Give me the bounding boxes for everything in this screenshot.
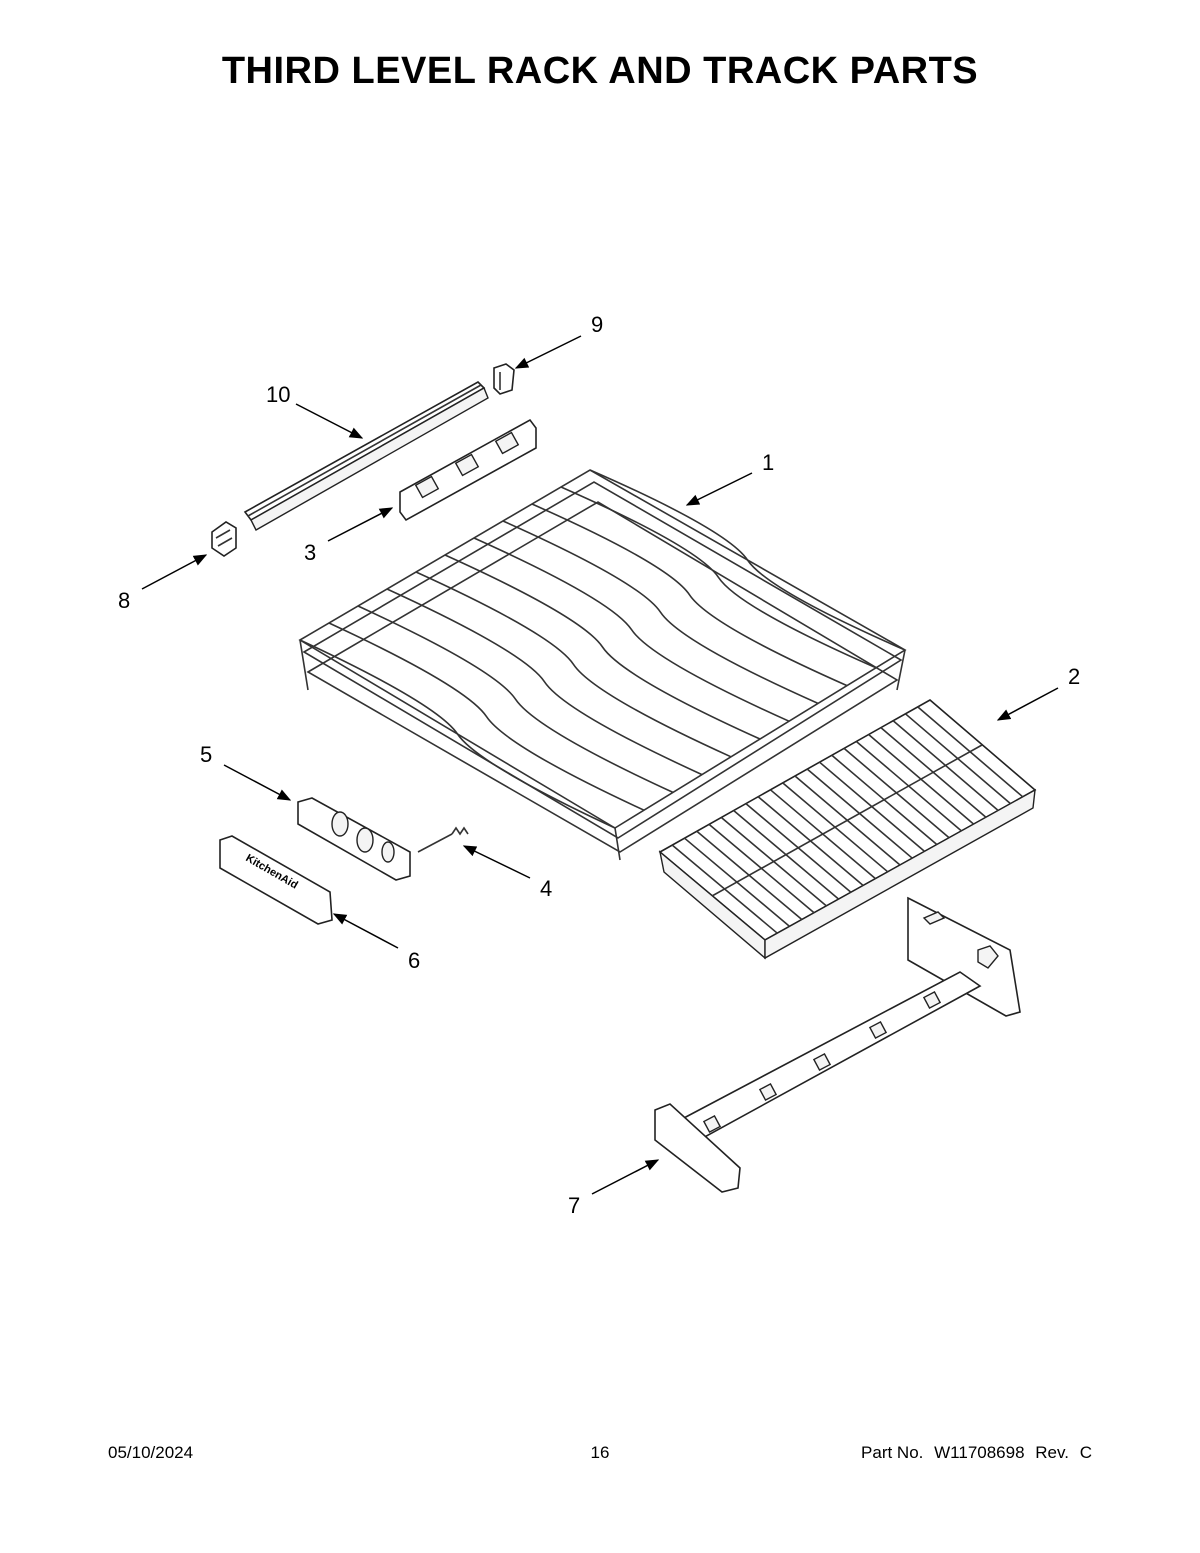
rack-rib-wire (386, 588, 703, 776)
page-title: THIRD LEVEL RACK AND TRACK PARTS (221, 50, 979, 92)
rack-rib-wire (415, 571, 732, 758)
leader-7 (591, 1159, 660, 1195)
spring-part (417, 826, 469, 853)
callout-1: 1 (762, 450, 774, 475)
utensil-tray-part (658, 699, 1037, 960)
leader-1 (685, 472, 753, 506)
track-rail-part (243, 381, 489, 531)
badge-part: KitchenAid (219, 835, 333, 925)
leader-10 (295, 403, 364, 439)
adjuster-bracket-part (399, 418, 537, 522)
rail-stop-part (211, 521, 237, 557)
footer-part-number: W11708698 (934, 1443, 1025, 1462)
leader-9 (514, 335, 582, 369)
cover-plate-part (297, 797, 411, 881)
callout-4: 4 (540, 876, 552, 901)
callout-2: 2 (1068, 664, 1080, 689)
footer-date: 05/10/2024 (108, 1443, 194, 1462)
rack-rib-wire (589, 469, 906, 651)
rail-end-clip-part (493, 363, 515, 395)
footer-rev-label: Rev. (1035, 1443, 1069, 1462)
footer-rev: C (1079, 1443, 1092, 1462)
rack-rib-wire (328, 622, 645, 811)
manifold-nozzle (922, 990, 942, 1010)
rack-rib-wire (299, 639, 616, 829)
manifold-nozzle (702, 1114, 722, 1134)
rack-rib-wire (560, 486, 877, 669)
callout-5: 5 (200, 742, 212, 767)
leader-4 (462, 845, 531, 879)
manifold-nozzle (868, 1020, 888, 1040)
leader-3 (327, 507, 394, 542)
rack-rib-wire (444, 554, 761, 740)
leader-5 (223, 764, 292, 801)
callout-7: 7 (568, 1193, 580, 1218)
callout-10: 10 (266, 382, 290, 407)
leader-8 (141, 554, 208, 590)
callout-6: 6 (408, 948, 420, 973)
spray-manifold-part (654, 896, 1021, 1193)
third-level-wire-rack-part (298, 469, 907, 861)
leader-6 (332, 913, 399, 949)
rack-rib-wire (473, 537, 790, 722)
tray-divider-line (711, 744, 983, 897)
footer-page-number: 16 (590, 1443, 610, 1462)
rack-rib-wire (357, 605, 674, 794)
callout-group: 1 2 3 4 5 6 7 8 9 10 (118, 312, 1080, 1218)
manifold-nozzle (758, 1082, 778, 1102)
footer-part-info: Part No. W11708698 Rev. C (855, 1443, 1092, 1463)
rack-rib-wire (531, 503, 848, 687)
callout-3: 3 (304, 540, 316, 565)
rack-rib-wire (502, 520, 819, 705)
leader-2 (996, 687, 1059, 721)
callout-8: 8 (118, 588, 130, 613)
manifold-nozzle (812, 1052, 832, 1072)
callout-9: 9 (591, 312, 603, 337)
footer-part-label: Part No. (861, 1443, 924, 1462)
